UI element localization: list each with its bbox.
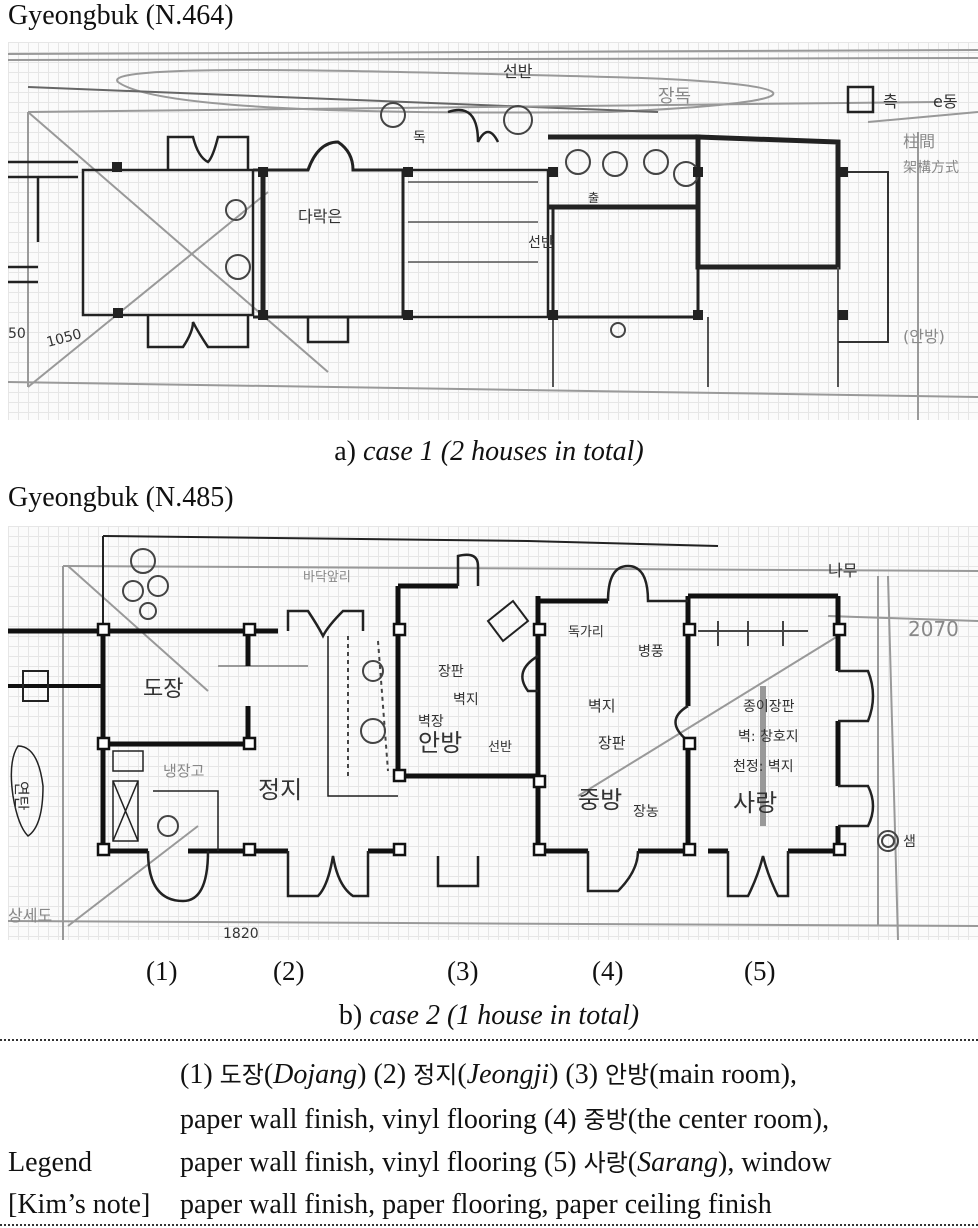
svg-text:선반: 선반 bbox=[503, 62, 533, 81]
room-number-3: (3) bbox=[447, 956, 479, 986]
room-number-1: (1) bbox=[146, 956, 178, 986]
svg-text:e동: e동 bbox=[933, 92, 958, 111]
legend-line-2: paper wall finish, vinyl flooring (4) 중방… bbox=[180, 1104, 830, 1135]
room-number-4: (4) bbox=[592, 956, 624, 986]
svg-text:상세도: 상세도 bbox=[8, 906, 52, 925]
svg-text:벽장: 벽장 bbox=[418, 714, 444, 730]
svg-text:측: 측 bbox=[883, 92, 898, 111]
svg-text:벽: 창호지: 벽: 창호지 bbox=[738, 729, 799, 745]
svg-text:병풍: 병풍 bbox=[638, 644, 664, 660]
svg-text:선반: 선반 bbox=[528, 235, 554, 251]
svg-text:샘: 샘 bbox=[903, 834, 916, 850]
svg-text:독가리: 독가리 bbox=[568, 625, 604, 640]
panel-b-caption: b) case 2 (1 house in total) bbox=[338, 1000, 640, 1031]
panel-a-floor-plan-sketch: 다락은 선반 장독 선반 독 출 1050 50 측 e동 柱間 架構方式 (안… bbox=[8, 42, 978, 420]
legend-line-3: paper wall finish, vinyl flooring (5) 사랑… bbox=[180, 1147, 832, 1178]
svg-text:장판: 장판 bbox=[598, 734, 626, 752]
svg-text:연탄: 연탄 bbox=[12, 781, 31, 811]
floor-plan-drawing-b: 도장 정지 안방 중방 사랑 냉장고 바닥앞리 장판 벽지 벽장 선반 독가리 … bbox=[8, 535, 978, 940]
room-number-2: (2) bbox=[273, 956, 305, 986]
svg-text:안방: 안방 bbox=[418, 729, 462, 757]
svg-text:나무: 나무 bbox=[828, 561, 857, 580]
legend-line-4: paper wall finish, paper flooring, paper… bbox=[180, 1189, 772, 1220]
svg-text:천정: 벽지: 천정: 벽지 bbox=[733, 759, 794, 775]
svg-text:2070: 2070 bbox=[908, 617, 959, 641]
svg-text:선반: 선반 bbox=[488, 740, 512, 755]
panel-a-heading: Gyeongbuk (N.464) bbox=[8, 0, 234, 31]
svg-text:柱間: 柱間 bbox=[903, 132, 935, 151]
kims-note-label: [Kim’s note] bbox=[8, 1189, 151, 1220]
panel-b-heading: Gyeongbuk (N.485) bbox=[8, 482, 234, 513]
svg-text:정지: 정지 bbox=[258, 776, 302, 804]
svg-text:1820: 1820 bbox=[223, 926, 259, 940]
svg-text:장독: 장독 bbox=[658, 86, 691, 107]
svg-text:독: 독 bbox=[413, 130, 426, 146]
svg-text:냉장고: 냉장고 bbox=[163, 762, 204, 780]
svg-text:장농: 장농 bbox=[633, 804, 659, 820]
svg-text:종이장판: 종이장판 bbox=[743, 699, 795, 715]
svg-text:출: 출 bbox=[588, 191, 599, 205]
svg-text:도장: 도장 bbox=[143, 677, 183, 702]
panel-b-floor-plan-sketch: 도장 정지 안방 중방 사랑 냉장고 바닥앞리 장판 벽지 벽장 선반 독가리 … bbox=[8, 526, 978, 940]
svg-text:架構方式: 架構方式 bbox=[903, 160, 959, 176]
legend-bottom-divider bbox=[0, 1224, 978, 1226]
floor-plan-drawing-a: 다락은 선반 장독 선반 독 출 1050 50 측 e동 柱間 架構方式 (안… bbox=[8, 49, 978, 420]
svg-text:벽지: 벽지 bbox=[453, 692, 479, 708]
svg-text:50: 50 bbox=[8, 326, 26, 342]
legend-top-divider bbox=[0, 1039, 978, 1041]
svg-text:다락은: 다락은 bbox=[298, 207, 342, 226]
panel-a-caption: a) case 1 (2 houses in total) bbox=[334, 436, 644, 467]
legend-line-1: (1) 도장(Dojang) (2) 정지(Jeongji) (3) 안방(ma… bbox=[180, 1059, 797, 1090]
svg-text:사랑: 사랑 bbox=[733, 789, 777, 817]
svg-text:벽지: 벽지 bbox=[588, 697, 616, 715]
svg-text:장판: 장판 bbox=[438, 664, 464, 680]
svg-text:바닥앞리: 바닥앞리 bbox=[303, 570, 351, 585]
legend-label: Legend bbox=[8, 1147, 92, 1178]
svg-text:중방: 중방 bbox=[578, 786, 622, 814]
room-number-5: (5) bbox=[744, 956, 776, 986]
svg-text:(안방): (안방) bbox=[903, 327, 945, 346]
